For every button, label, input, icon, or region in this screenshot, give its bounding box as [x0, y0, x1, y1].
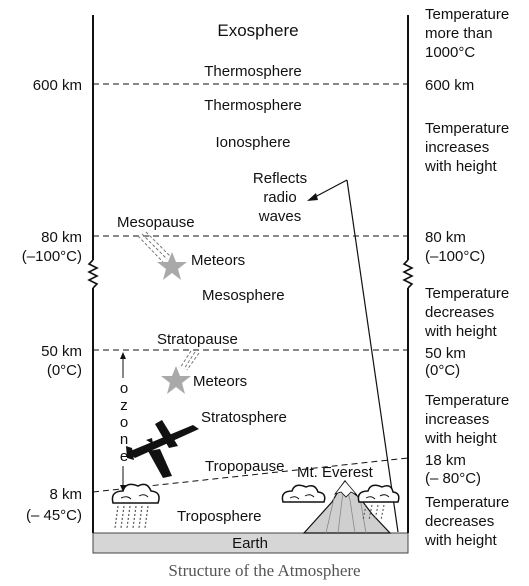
right-strato-temp-line2: increases: [425, 411, 490, 428]
meteors-upper-label: Meteors: [191, 252, 246, 269]
right-meso-temp-line1: Temperature: [425, 285, 510, 302]
right-thermo-temp-line2: increases: [425, 139, 490, 156]
radio-label: radio: [263, 189, 297, 206]
exosphere-label: Exosphere: [217, 21, 299, 40]
meteor-lower-icon: [161, 350, 200, 394]
thermosphere-upper-label: Thermosphere: [204, 63, 302, 80]
left-80km-label: 80 km: [41, 229, 82, 246]
radio-wave-arrow-line: [312, 179, 348, 199]
mesopause-label: Mesopause: [117, 214, 195, 231]
right-thermo-temp-line1: Temperature: [425, 120, 510, 137]
right-80km-temp-label: (–100°C): [425, 248, 486, 265]
right-thermo-temp-line3: with height: [425, 158, 497, 175]
storm-cloud-left-icon: [111, 483, 160, 529]
right-exo-temp-line3: 1000°C: [425, 44, 476, 61]
reflects-label: Reflects: [252, 170, 308, 187]
cloud-mountain-right-icon: [357, 484, 400, 521]
right-meso-temp-line3: with height: [425, 323, 497, 340]
right-50km-label: 50 km: [425, 345, 466, 362]
right-tropo-temp-line2: decreases: [425, 513, 495, 530]
right-600km-label: 600 km: [425, 77, 475, 94]
right-tropo-temp-line3: with height: [425, 532, 497, 549]
tropopause-label: Tropopause: [205, 458, 285, 475]
stratopause-label: Stratopause: [157, 331, 238, 348]
right-80km-label: 80 km: [425, 229, 466, 246]
earth-label: Earth: [232, 535, 268, 552]
right-break-mark: [402, 259, 414, 289]
airplane-icon: [126, 420, 199, 478]
left-50km-temp-label: (0°C): [46, 362, 82, 379]
left-break-mark: [87, 259, 99, 289]
stratosphere-label: Stratosphere: [201, 409, 287, 426]
mt-everest-label: Mt. Everest: [297, 464, 373, 481]
right-strato-temp-line3: with height: [425, 430, 497, 447]
right-18km-label: 18 km: [425, 452, 466, 469]
diagram-caption: Structure of the Atmosphere: [168, 561, 361, 580]
radio-wave-arrowhead: [307, 193, 318, 201]
right-18km-temp-label: (– 80°C): [425, 470, 482, 487]
left-8km-label: 8 km: [49, 486, 82, 503]
left-80km-temp-label: (–100°C): [21, 248, 82, 265]
right-meso-temp-line2: decreases: [425, 304, 495, 321]
troposphere-label: Troposphere: [177, 508, 262, 525]
mesosphere-label: Mesosphere: [202, 287, 285, 304]
left-8km-temp-label: (– 45°C): [25, 507, 82, 524]
ionosphere-label: Ionosphere: [215, 134, 291, 151]
right-exo-temp-line2: more than: [425, 25, 493, 42]
waves-label: waves: [258, 208, 302, 225]
ozone-label: o z o n e: [119, 380, 129, 465]
radio-wave-line: [346, 179, 399, 533]
right-50km-temp-label: (0°C): [425, 362, 461, 379]
right-exo-temp-line1: Temperature: [425, 6, 510, 23]
earth-ground: [92, 532, 409, 554]
ozone-arrow-up: [120, 352, 126, 359]
left-50km-label: 50 km: [41, 343, 82, 360]
meteors-lower-label: Meteors: [193, 373, 248, 390]
mountain-icon: [302, 479, 392, 534]
right-strato-temp-line1: Temperature: [425, 392, 510, 409]
right-tropo-temp-line1: Temperature: [425, 494, 510, 511]
left-600km-label: 600 km: [32, 77, 82, 94]
thermosphere-lower-label: Thermosphere: [204, 97, 302, 114]
cloud-mountain-left-icon: [281, 484, 326, 503]
meteor-upper-icon: [137, 231, 187, 280]
